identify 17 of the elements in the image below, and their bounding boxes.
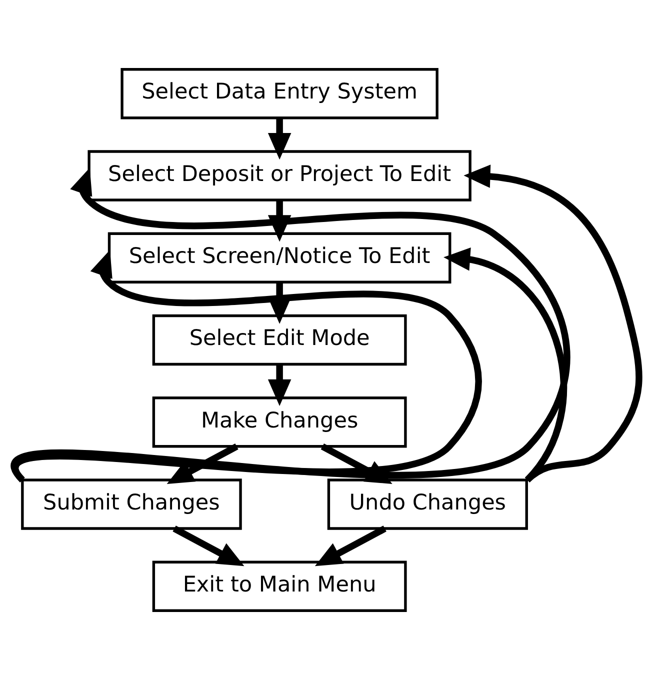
node-box: Make Changes (152, 396, 407, 448)
node-box: Undo Changes (327, 478, 528, 530)
arrow (444, 247, 567, 482)
arrow (13, 167, 570, 482)
arrow (268, 364, 292, 406)
node-box: Submit Changes (21, 478, 242, 530)
node-box: Select Edit Mode (152, 314, 407, 366)
node-box: Select Screen/Notice To Edit (108, 232, 452, 283)
node-box: Select Deposit or Project To Edit (88, 150, 472, 201)
arrow (314, 525, 386, 566)
node-box: Select Data Entry System (120, 68, 438, 119)
arrow (14, 249, 482, 482)
node-box: Exit to Main Menu (152, 560, 407, 612)
arrow (172, 525, 244, 566)
arrow (166, 443, 238, 484)
arrow (268, 117, 292, 160)
arrow (464, 164, 642, 482)
